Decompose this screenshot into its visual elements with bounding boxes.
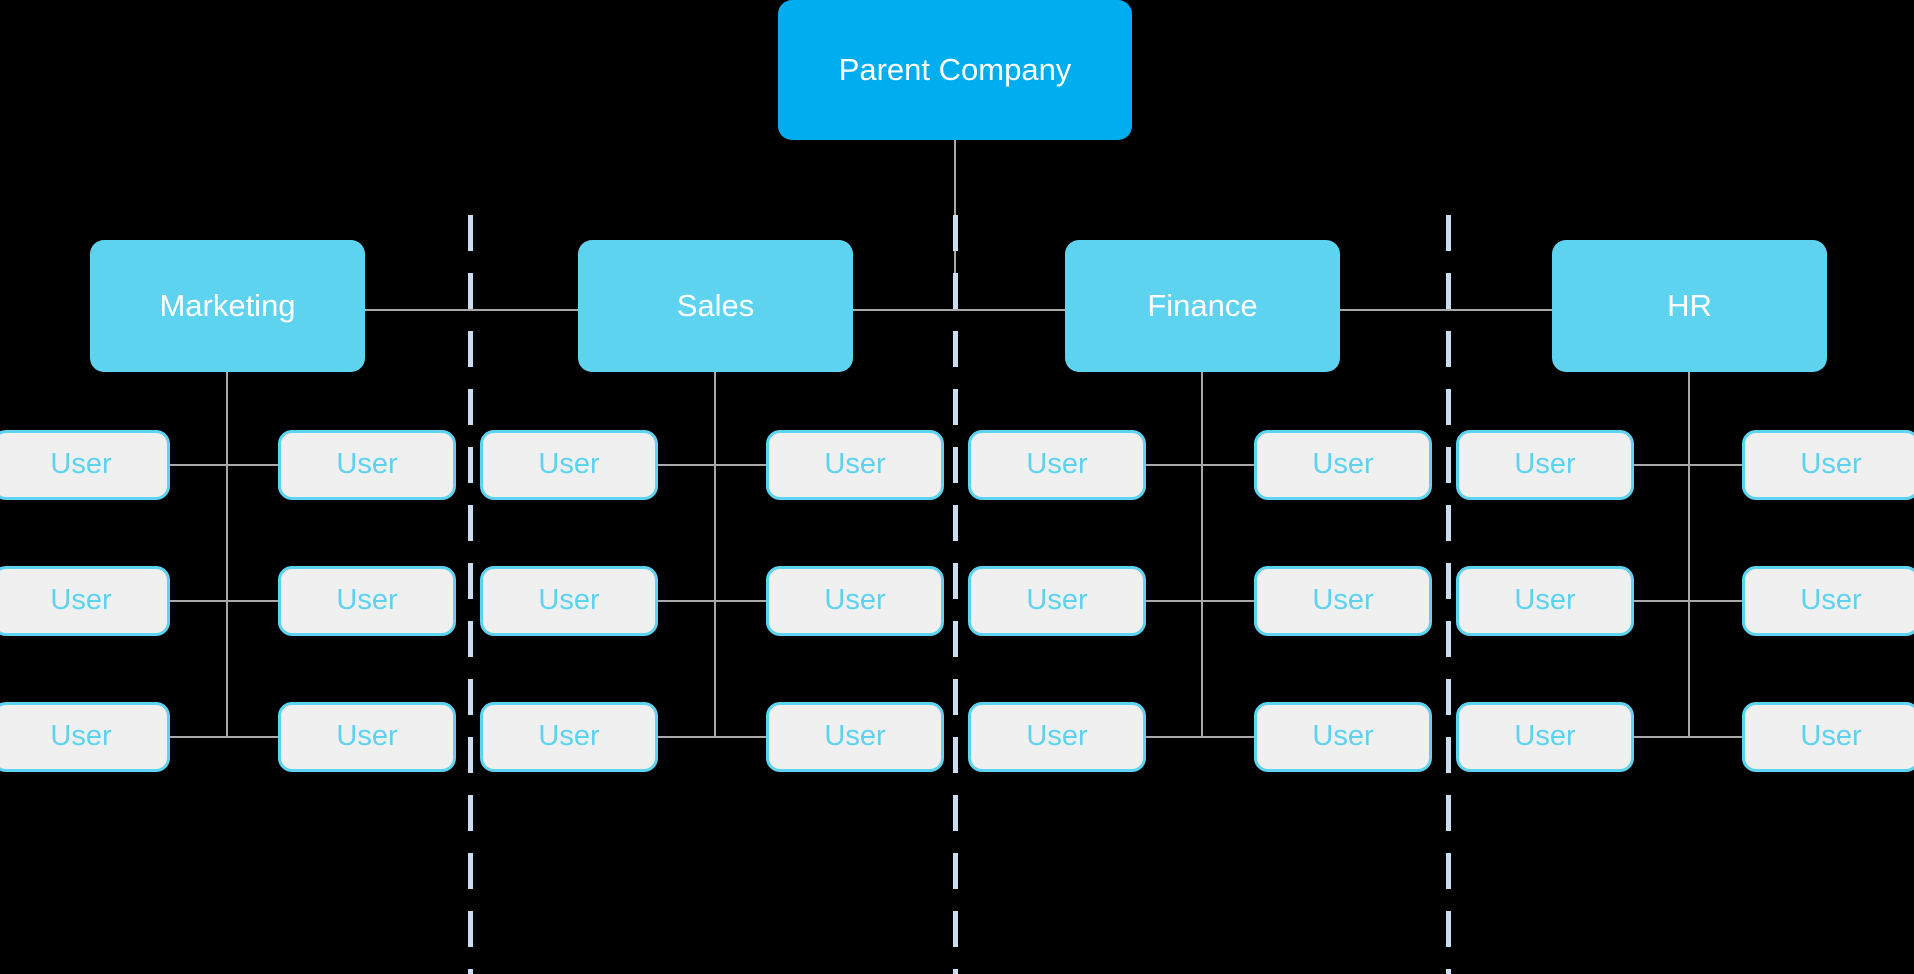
user-row-connector xyxy=(658,464,766,466)
user-node-label: User xyxy=(538,584,600,617)
user-node[interactable]: User xyxy=(766,702,944,772)
user-node[interactable]: User xyxy=(766,430,944,500)
user-node[interactable]: User xyxy=(1254,566,1432,636)
user-node-label: User xyxy=(1514,720,1576,753)
user-node-label: User xyxy=(50,584,112,617)
user-row-connector xyxy=(1634,736,1742,738)
user-row-connector xyxy=(1146,600,1254,602)
user-node[interactable]: User xyxy=(1456,566,1634,636)
user-node-label: User xyxy=(1514,448,1576,481)
department-spine-connector xyxy=(1201,372,1203,737)
user-node-label: User xyxy=(538,720,600,753)
user-node[interactable]: User xyxy=(278,702,456,772)
department-node-label: Sales xyxy=(676,287,755,323)
user-row-connector xyxy=(1146,464,1254,466)
user-node[interactable]: User xyxy=(278,430,456,500)
user-row-connector xyxy=(1634,600,1742,602)
department-spine-connector xyxy=(714,372,716,737)
user-row-connector xyxy=(1634,464,1742,466)
user-node[interactable]: User xyxy=(0,702,170,772)
user-node[interactable]: User xyxy=(1456,702,1634,772)
root-node-parent-company[interactable]: Parent Company xyxy=(778,0,1132,140)
user-row-connector xyxy=(170,736,278,738)
user-row-connector xyxy=(1146,736,1254,738)
department-node-finance[interactable]: Finance xyxy=(1065,240,1340,372)
user-node[interactable]: User xyxy=(1254,702,1432,772)
department-spine-connector xyxy=(1688,372,1690,737)
user-node-label: User xyxy=(336,720,398,753)
user-node-label: User xyxy=(50,720,112,753)
user-node-label: User xyxy=(824,584,886,617)
user-node-label: User xyxy=(1026,720,1088,753)
department-node-sales[interactable]: Sales xyxy=(578,240,853,372)
user-node-label: User xyxy=(1800,584,1862,617)
group-separator-3 xyxy=(1446,215,1451,974)
user-node[interactable]: User xyxy=(1742,566,1914,636)
user-node[interactable]: User xyxy=(968,566,1146,636)
user-row-connector xyxy=(658,736,766,738)
department-node-label: Marketing xyxy=(159,287,296,323)
user-node[interactable]: User xyxy=(968,430,1146,500)
user-node-label: User xyxy=(1312,720,1374,753)
user-node-label: User xyxy=(336,584,398,617)
department-spine-connector xyxy=(226,372,228,737)
user-node[interactable]: User xyxy=(968,702,1146,772)
department-node-hr[interactable]: HR xyxy=(1552,240,1827,372)
group-separator-2 xyxy=(953,215,958,974)
user-node[interactable]: User xyxy=(0,566,170,636)
user-node-label: User xyxy=(1026,448,1088,481)
department-node-marketing[interactable]: Marketing xyxy=(90,240,365,372)
user-node[interactable]: User xyxy=(278,566,456,636)
root-node-label: Parent Company xyxy=(838,51,1072,87)
user-node[interactable]: User xyxy=(1456,430,1634,500)
user-node[interactable]: User xyxy=(0,430,170,500)
user-node[interactable]: User xyxy=(766,566,944,636)
user-node-label: User xyxy=(336,448,398,481)
user-node[interactable]: User xyxy=(480,702,658,772)
user-node-label: User xyxy=(1800,448,1862,481)
user-node-label: User xyxy=(824,448,886,481)
user-node-label: User xyxy=(1026,584,1088,617)
user-node-label: User xyxy=(824,720,886,753)
user-node-label: User xyxy=(1312,448,1374,481)
user-node[interactable]: User xyxy=(1742,702,1914,772)
department-node-label: Finance xyxy=(1147,287,1258,323)
group-separator-1 xyxy=(468,215,473,974)
user-node[interactable]: User xyxy=(1742,430,1914,500)
user-node[interactable]: User xyxy=(1254,430,1432,500)
user-row-connector xyxy=(658,600,766,602)
user-row-connector xyxy=(170,600,278,602)
user-node-label: User xyxy=(50,448,112,481)
user-node-label: User xyxy=(1800,720,1862,753)
user-node-label: User xyxy=(538,448,600,481)
department-bus-connector xyxy=(227,309,1689,311)
user-node[interactable]: User xyxy=(480,566,658,636)
user-node[interactable]: User xyxy=(480,430,658,500)
user-row-connector xyxy=(170,464,278,466)
department-node-label: HR xyxy=(1667,287,1712,323)
user-node-label: User xyxy=(1514,584,1576,617)
user-node-label: User xyxy=(1312,584,1374,617)
